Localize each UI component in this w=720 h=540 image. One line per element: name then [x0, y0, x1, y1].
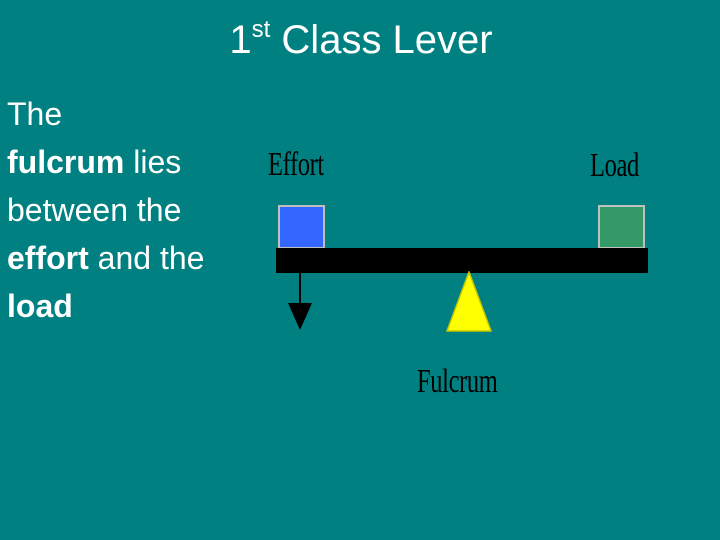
down-arrow-icon	[288, 303, 312, 330]
body-text-fulcrum: fulcrum	[7, 144, 125, 180]
slide-title: 1st Class Lever	[0, 14, 720, 66]
body-text-and-the: and the	[88, 240, 205, 276]
body-text-the: The	[7, 96, 63, 132]
body-text: The fulcrum lies between the effort and t…	[7, 90, 252, 330]
body-text-load: load	[7, 288, 73, 324]
effort-arrow-shaft	[299, 270, 301, 305]
effort-label: Effort	[268, 146, 324, 183]
title-number: 1	[229, 18, 252, 62]
load-box	[598, 205, 645, 249]
load-label: Load	[590, 147, 639, 184]
body-text-lies-between: lies between the	[7, 144, 182, 228]
fulcrum-triangle-icon	[445, 271, 493, 332]
title-text: Class Lever	[281, 18, 493, 62]
lever-beam	[276, 248, 648, 273]
lever-diagram: Effort Load Fulcrum	[255, 140, 665, 410]
body-text-effort: effort	[7, 240, 89, 276]
effort-box	[278, 205, 325, 249]
fulcrum-label: Fulcrum	[417, 363, 498, 400]
title-superscript: st	[251, 16, 271, 43]
